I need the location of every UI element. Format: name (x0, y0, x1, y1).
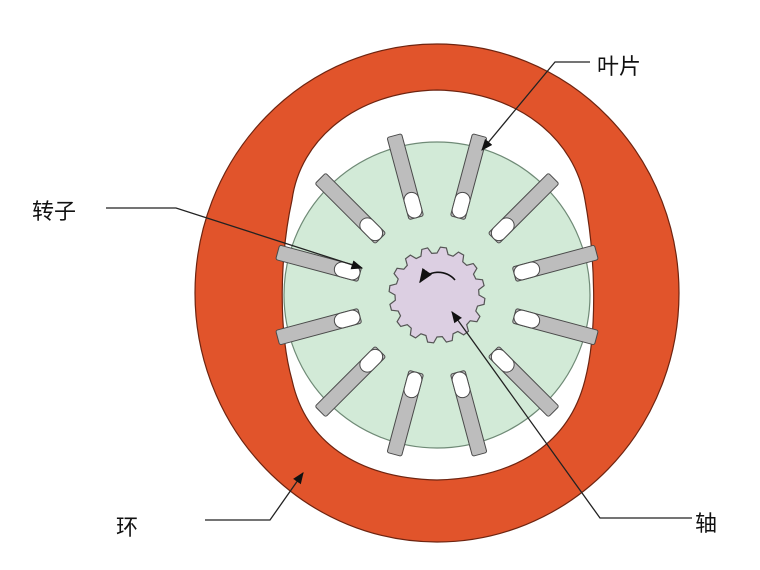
vane-leader-line (481, 61, 590, 151)
vane (315, 173, 386, 244)
vane (450, 133, 488, 220)
ring-label: 环 (116, 516, 139, 541)
vane (450, 370, 488, 457)
rotation-arrow-icon (419, 268, 456, 284)
rotor-leader-line (106, 207, 364, 270)
vane (512, 308, 599, 346)
vanes-group (275, 133, 599, 457)
vane (315, 346, 386, 417)
vane (512, 244, 599, 282)
vane (488, 173, 559, 244)
vane-label: 叶片 (597, 55, 642, 80)
vane (488, 346, 559, 417)
vane (386, 133, 424, 220)
ring-leader-line (205, 472, 304, 521)
vane (275, 308, 362, 346)
shaft-leader-line (451, 311, 692, 519)
vane (386, 370, 424, 457)
ring (194, 43, 680, 543)
shaft-label: 轴 (695, 512, 718, 537)
rotor-label: 转子 (32, 200, 77, 225)
